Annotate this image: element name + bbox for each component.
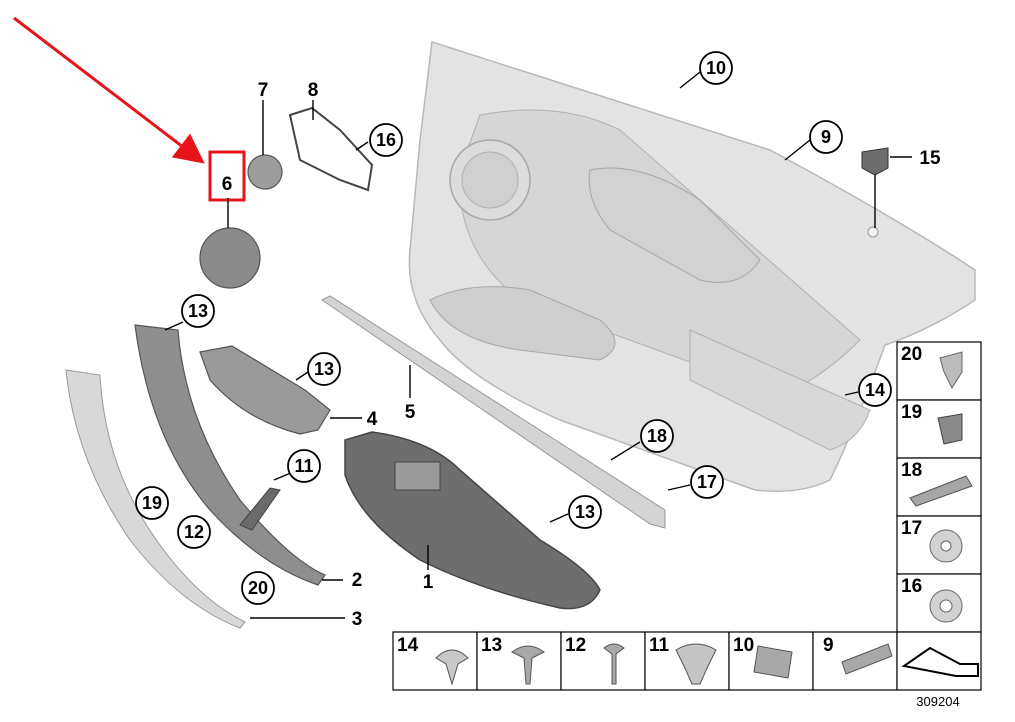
label-4: 4 — [367, 409, 378, 430]
callout-12: 12 — [177, 515, 211, 549]
side-parts-panel: 20 19 18 17 16 — [896, 341, 982, 633]
svg-text:17: 17 — [901, 518, 922, 539]
tweeter-holder — [288, 106, 374, 192]
callout-18: 18 — [640, 419, 674, 453]
svg-text:18: 18 — [647, 426, 667, 446]
callout-19: 19 — [135, 486, 169, 520]
svg-text:13: 13 — [575, 502, 595, 522]
svg-text:14: 14 — [397, 635, 419, 656]
label-1: 1 — [423, 572, 434, 593]
svg-text:11: 11 — [294, 456, 313, 476]
svg-text:20: 20 — [901, 344, 922, 365]
expanding-clip — [861, 147, 889, 176]
tweeter-cover — [247, 154, 283, 190]
label-6: 6 — [222, 174, 233, 195]
svg-text:9: 9 — [821, 127, 831, 147]
svg-text:10: 10 — [706, 58, 726, 78]
highlight-box — [208, 150, 246, 202]
label-8: 8 — [308, 80, 319, 101]
grab-handle-frame — [134, 324, 326, 586]
trim-strip — [65, 369, 246, 629]
svg-text:12: 12 — [184, 522, 204, 542]
callout-10: 10 — [699, 51, 733, 85]
label-7: 7 — [258, 80, 269, 101]
door-handle — [199, 345, 331, 435]
svg-text:16: 16 — [901, 576, 922, 597]
label-15: 15 — [919, 148, 941, 169]
svg-text:13: 13 — [188, 301, 208, 321]
callout-17: 17 — [690, 465, 724, 499]
svg-text:20: 20 — [248, 578, 268, 598]
callout-13-grab: 13 — [181, 294, 215, 328]
highlight-arrow — [13, 16, 205, 164]
svg-text:16: 16 — [376, 130, 396, 150]
callout-9: 9 — [809, 120, 843, 154]
label-5: 5 — [405, 402, 416, 423]
callout-16: 16 — [369, 123, 403, 157]
callout-13-armrest: 13 — [568, 495, 602, 529]
svg-text:19: 19 — [901, 402, 922, 423]
support-bracket — [239, 487, 281, 531]
svg-text:19: 19 — [142, 493, 162, 513]
callout-14: 14 — [858, 373, 892, 407]
callout-13-handle: 13 — [307, 352, 341, 386]
bottom-parts-panel: 14 13 12 11 10 9 309204 — [392, 631, 982, 709]
callout-11: 11 — [287, 449, 321, 483]
door-strip — [321, 295, 666, 529]
svg-text:13: 13 — [314, 359, 334, 379]
label-3: 3 — [352, 609, 363, 630]
svg-text:18: 18 — [901, 460, 922, 481]
speaker-grille — [199, 227, 261, 289]
diagram-number: 309204 — [916, 694, 959, 709]
svg-text:10: 10 — [733, 635, 754, 656]
door-trim-panel — [408, 41, 976, 492]
svg-text:13: 13 — [481, 635, 502, 656]
svg-text:17: 17 — [697, 472, 717, 492]
svg-text:14: 14 — [865, 380, 885, 400]
leader-lines — [164, 71, 912, 619]
callout-20: 20 — [241, 571, 275, 605]
label-2: 2 — [352, 570, 363, 591]
svg-text:12: 12 — [565, 635, 586, 656]
svg-text:11: 11 — [649, 635, 670, 656]
svg-text:9: 9 — [823, 635, 834, 656]
